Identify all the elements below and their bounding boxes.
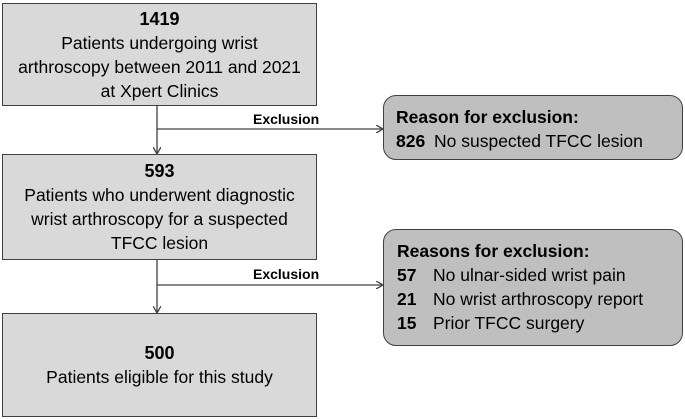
- exclusion-count: 15: [397, 313, 417, 333]
- exclusion-label-1: Exclusion: [253, 111, 320, 127]
- exclusion-reason: No ulnar-sided wrist pain: [433, 265, 626, 285]
- box-text-line: Patients eligible for this study: [46, 367, 273, 387]
- box-text-line: at Xpert Clinics: [100, 80, 219, 101]
- flow-box-eligible: 500 Patients eligible for this study: [2, 313, 317, 417]
- exclusion-item: 826 No suspected TFCC lesion: [396, 129, 682, 153]
- exclusion-count: 57: [397, 265, 417, 285]
- box-text-line: Patients undergoing wrist: [61, 32, 258, 53]
- exclusion-box-1: Reason for exclusion: 826 No suspected T…: [383, 95, 683, 160]
- exclusion-title: Reason for exclusion:: [396, 107, 579, 127]
- box-text-line: TFCC lesion: [110, 233, 209, 253]
- flow-box-initial: 1419 Patients undergoing wrist arthrosco…: [2, 3, 317, 106]
- exclusion-label-2: Exclusion: [253, 266, 320, 282]
- flow-box-diagnostic: 593 Patients who underwent diagnostic wr…: [2, 154, 317, 260]
- exclusion-reason: No wrist arthroscopy report: [433, 289, 644, 309]
- box-count: 593: [144, 161, 175, 181]
- box-count: 500: [144, 343, 175, 363]
- box-count: 1419: [139, 8, 180, 29]
- exclusion-reason: Prior TFCC surgery: [433, 313, 585, 333]
- box-text-line: wrist arthroscopy for a suspected: [31, 209, 288, 229]
- exclusion-count: 826: [396, 131, 426, 151]
- box-text-line: Patients who underwent diagnostic: [24, 185, 295, 205]
- exclusion-title: Reasons for exclusion:: [397, 241, 590, 261]
- box-text-line: arthroscopy between 2011 and 2021: [18, 56, 301, 77]
- exclusion-reason: No suspected TFCC lesion: [434, 131, 643, 151]
- exclusion-count: 21: [397, 289, 417, 309]
- exclusion-item: 15 Prior TFCC surgery: [397, 311, 682, 335]
- exclusion-item: 21 No wrist arthroscopy report: [397, 287, 682, 311]
- exclusion-item: 57 No ulnar-sided wrist pain: [397, 263, 682, 287]
- exclusion-box-2: Reasons for exclusion: 57 No ulnar-sided…: [383, 229, 683, 346]
